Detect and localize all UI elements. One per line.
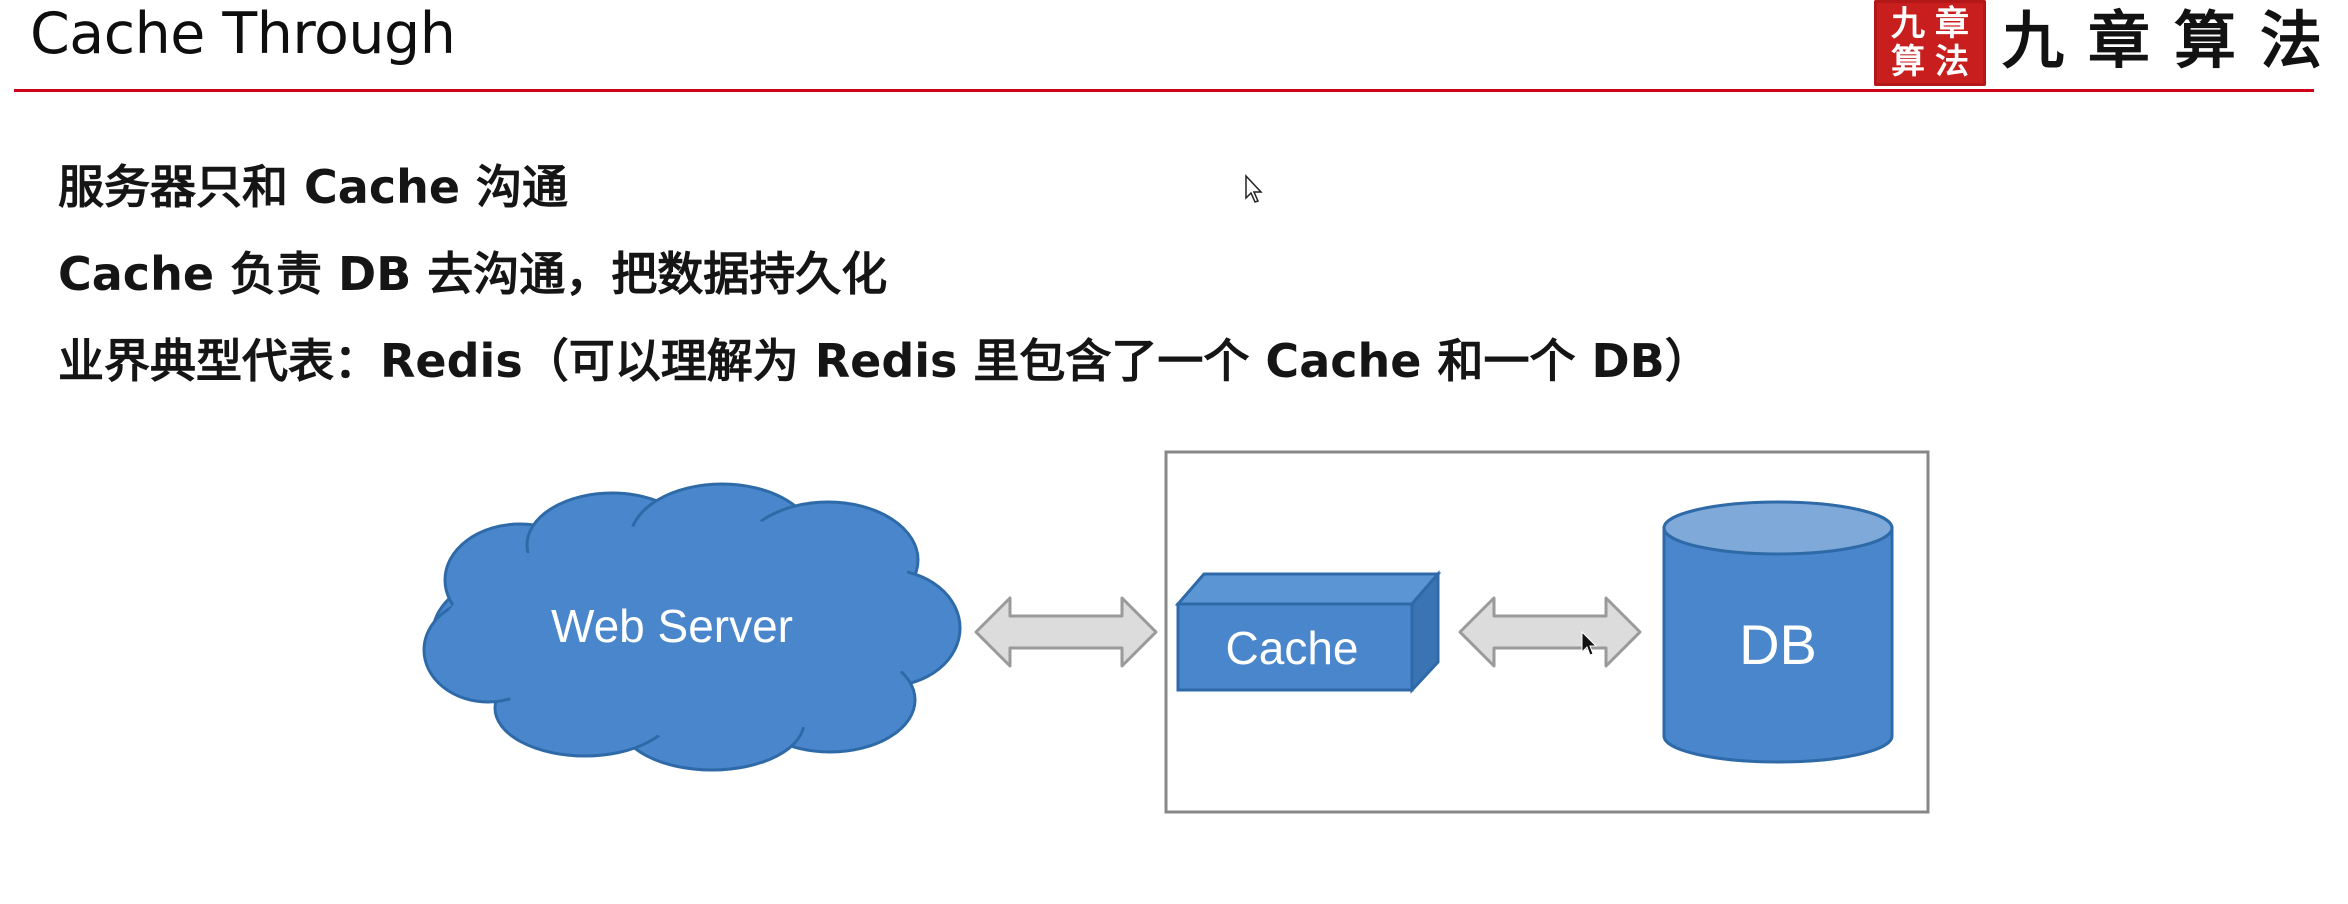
seal-char: 九: [1891, 4, 1925, 44]
cache-label: Cache: [1226, 622, 1359, 674]
redis-container-box: [1164, 450, 1930, 814]
web-server-label: Web Server: [551, 600, 793, 652]
logo-brand-text: 九章算法: [2002, 4, 2347, 77]
db-label: DB: [1739, 613, 1817, 676]
pointer-cursor-icon: [1581, 630, 1598, 656]
seal-char: 章: [1935, 4, 1969, 44]
bullet-item: 业界典型代表：Redis（可以理解为 Redis 里包含了一个 Cache 和一…: [58, 334, 1711, 388]
slide-title: Cache Through: [30, 1, 456, 67]
double-arrow-left: [974, 596, 1158, 668]
pointer-cursor-icon: [1245, 174, 1263, 203]
bullet-item: Cache 负责 DB 去沟通，把数据持久化: [58, 247, 888, 301]
bullet-item: 服务器只和 Cache 沟通: [58, 160, 569, 214]
logo-seal: 九 章 算 法: [1874, 0, 1986, 86]
bullet-list: 服务器只和 Cache 沟通 Cache 负责 DB 去沟通，把数据持久化 业界…: [58, 158, 1711, 419]
seal-char: 算: [1891, 42, 1925, 82]
logo: 九 章 算 法 九章算法: [1874, 0, 2324, 86]
db-cylinder: [1662, 500, 1894, 764]
double-arrow-right: [1458, 596, 1642, 668]
title-divider: [14, 89, 2314, 92]
cache-box: [1174, 569, 1442, 694]
seal-char: 法: [1935, 42, 1969, 82]
